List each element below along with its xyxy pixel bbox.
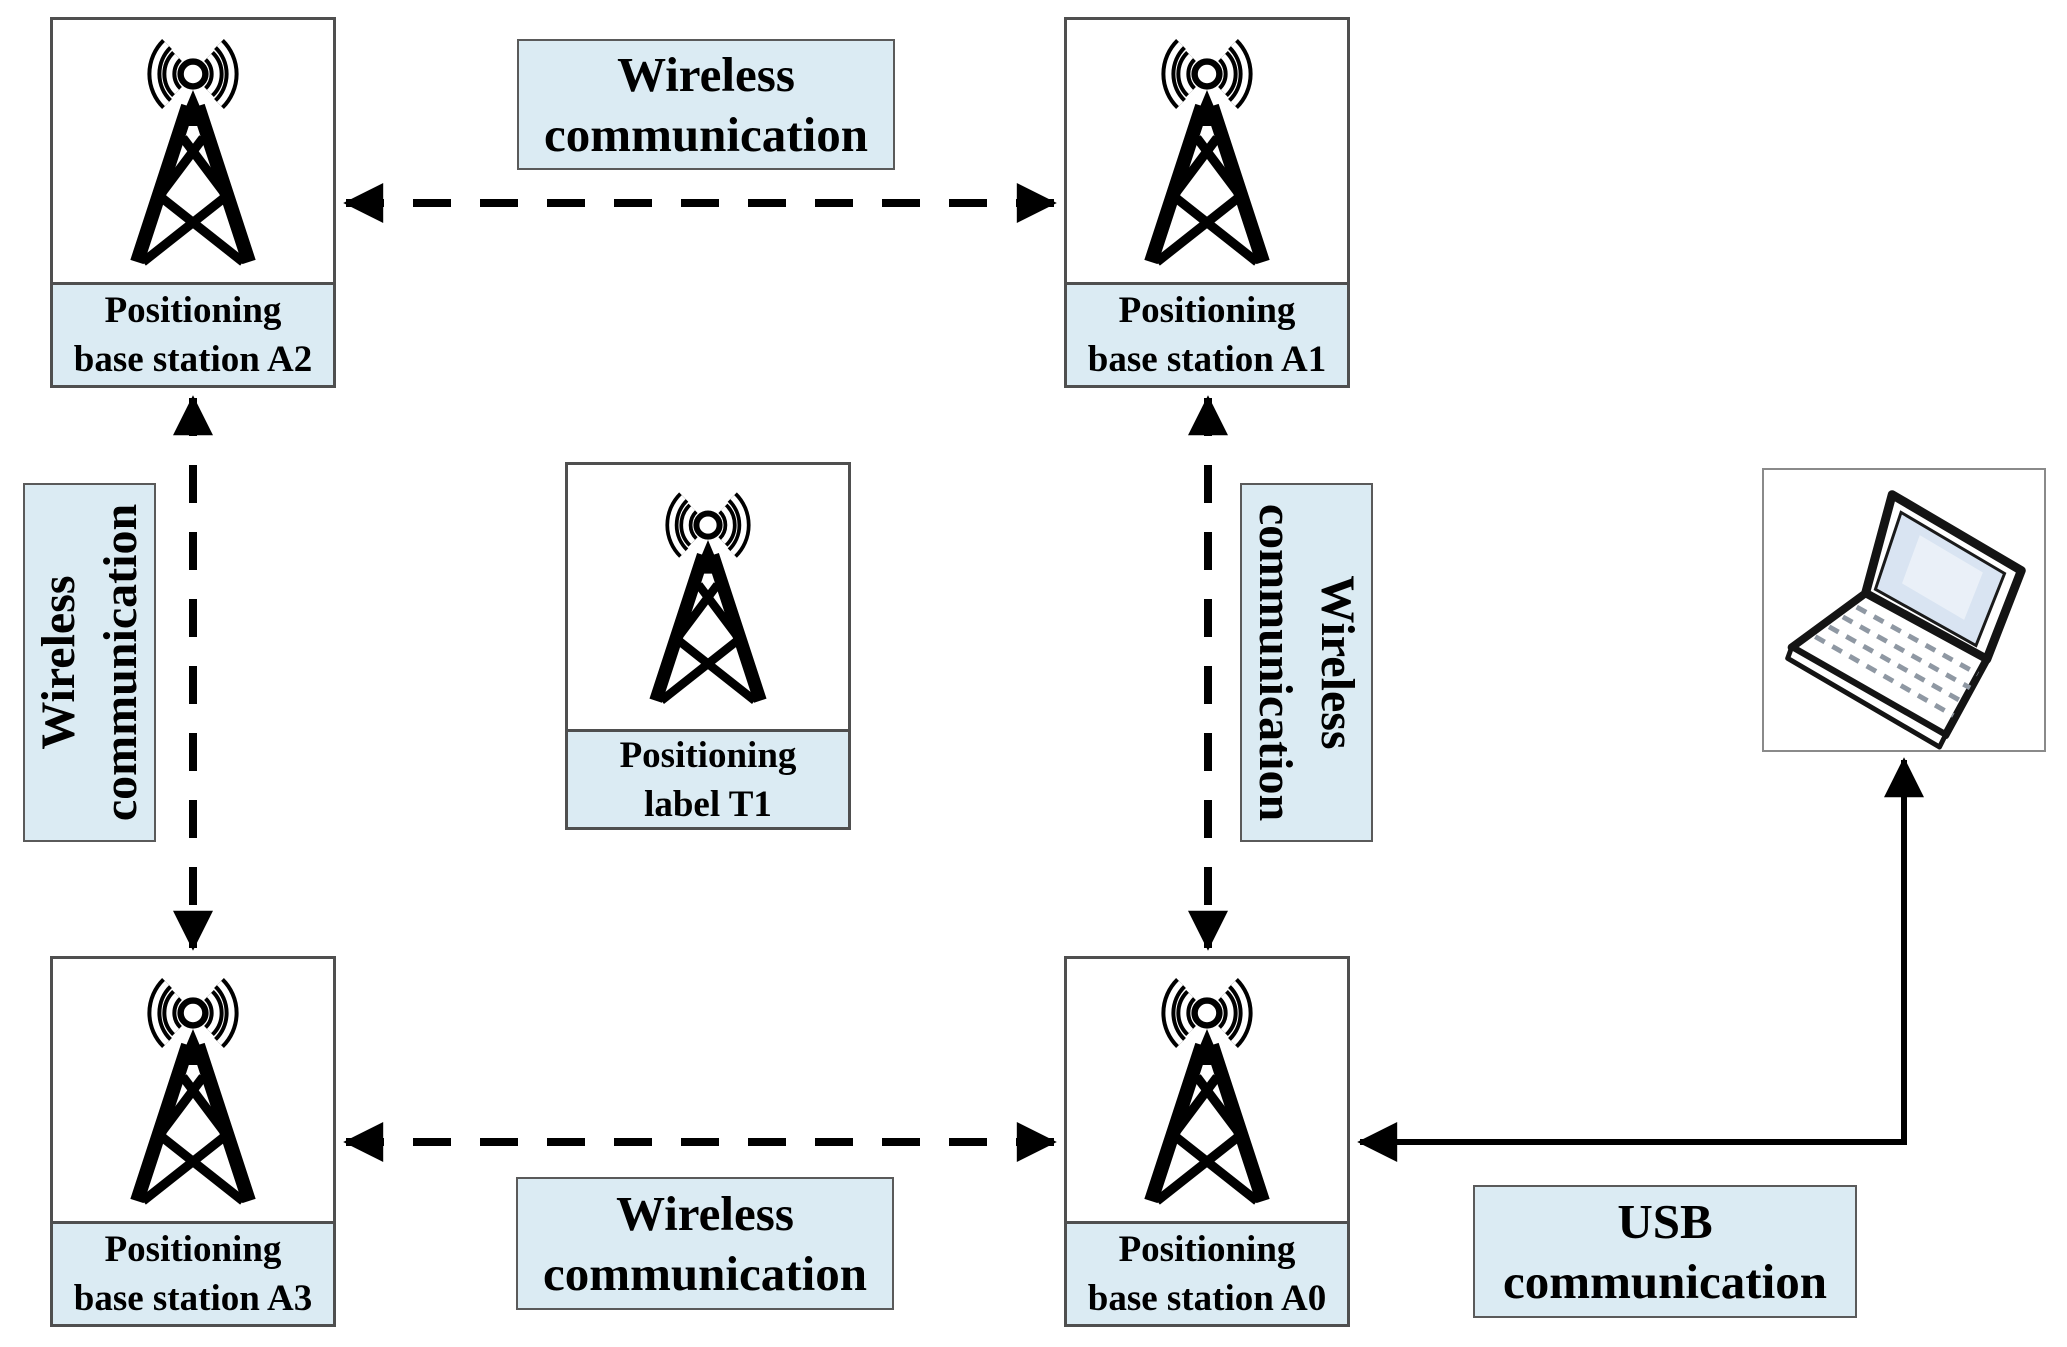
label-line1: USB	[1617, 1193, 1713, 1249]
base-station-a0: Positioning base station A0	[1064, 956, 1350, 1327]
positioning-label-t1: Positioning label T1	[565, 462, 851, 830]
wireless-communication-label-bottom: Wireless communication	[516, 1177, 894, 1310]
label-line2: base station A0	[1087, 1278, 1327, 1319]
base-station-a1: Positioning base station A1	[1064, 17, 1350, 388]
label-line1: Positioning	[1118, 290, 1296, 331]
label-line2: base station A3	[73, 1278, 313, 1319]
wireless-communication-label-top: Wireless communication	[517, 39, 895, 170]
antenna-tower-icon	[53, 20, 333, 282]
base-station-a3-label: Positioning base station A3	[53, 1221, 333, 1324]
label-line2: communication	[543, 1245, 867, 1301]
wireless-communication-label-left: Wireless communication	[23, 483, 156, 842]
base-station-a2-label: Positioning base station A2	[53, 282, 333, 385]
label-line1: Wireless	[1311, 575, 1365, 750]
base-station-a2: Positioning base station A2	[50, 17, 336, 388]
label-line1: Positioning	[619, 734, 797, 776]
label-line2: communication	[544, 106, 868, 162]
wireless-communication-label-right: Wireless communication	[1240, 483, 1373, 842]
base-station-a0-label: Positioning base station A0	[1067, 1221, 1347, 1324]
label-line2: communication	[93, 503, 147, 822]
label-line1: Positioning	[1118, 1229, 1296, 1270]
antenna-tower-icon	[1067, 959, 1347, 1221]
label-line1: Positioning	[104, 1229, 282, 1270]
base-station-a3: Positioning base station A3	[50, 956, 336, 1327]
label-line2: label T1	[644, 783, 772, 825]
laptop-icon	[1785, 490, 2026, 750]
laptop-computer	[1762, 468, 2046, 752]
label-line2: communication	[1249, 503, 1303, 822]
base-station-a1-label: Positioning base station A1	[1067, 282, 1347, 385]
antenna-tower-icon	[53, 959, 333, 1221]
antenna-tower-icon	[1067, 20, 1347, 282]
label-line1: Wireless	[31, 575, 85, 750]
label-line2: communication	[1503, 1253, 1827, 1309]
label-line1: Wireless	[617, 46, 795, 102]
label-line1: Wireless	[616, 1185, 794, 1241]
antenna-tower-icon	[568, 465, 848, 729]
label-line2: base station A1	[1087, 339, 1327, 380]
positioning-label-t1-caption: Positioning label T1	[568, 729, 848, 827]
usb-link-arrow-a0-laptop	[1357, 757, 1924, 1162]
label-line2: base station A2	[73, 339, 313, 380]
label-line1: Positioning	[104, 290, 282, 331]
usb-communication-label: USB communication	[1473, 1185, 1857, 1318]
